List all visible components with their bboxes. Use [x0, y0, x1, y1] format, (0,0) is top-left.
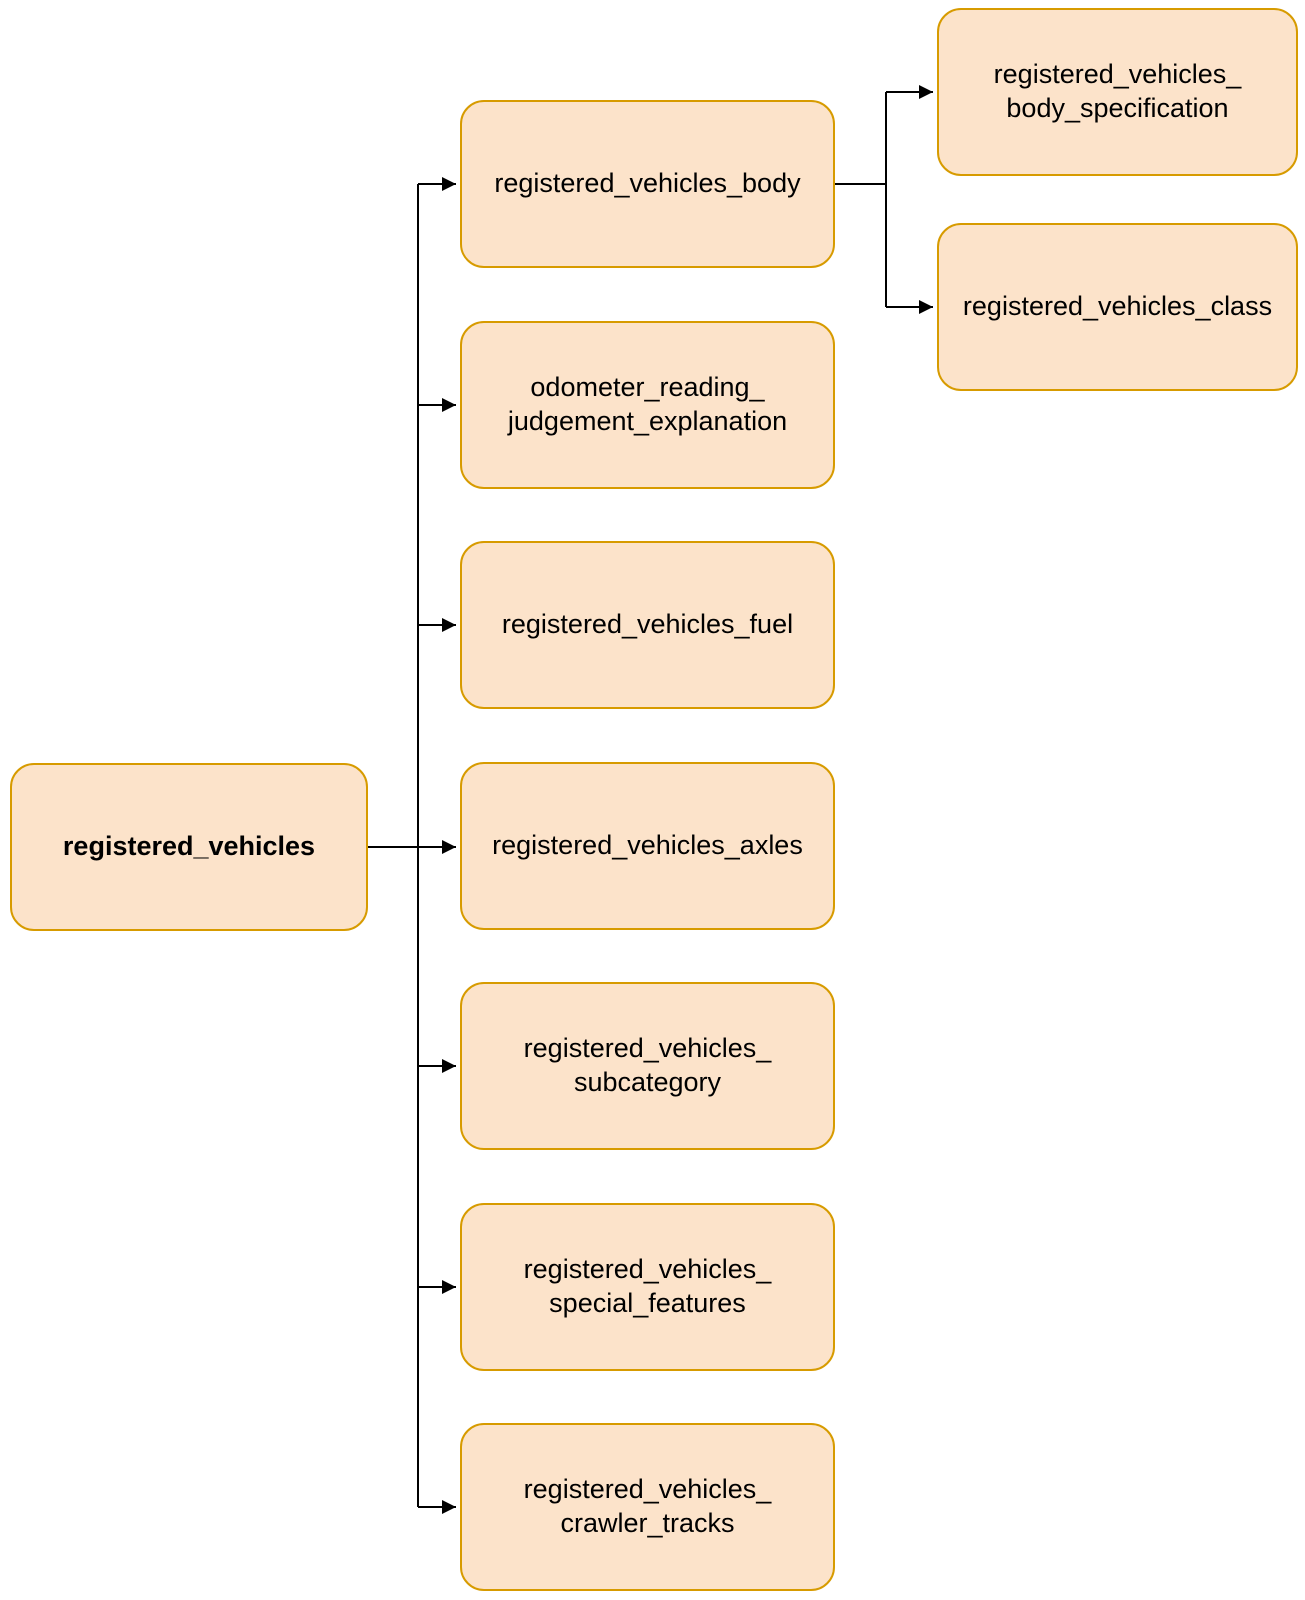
node-registered-vehicles-subcategory: registered_vehicles_ subcategory — [460, 982, 835, 1150]
node-registered-vehicles-fuel: registered_vehicles_fuel — [460, 541, 835, 709]
node-odometer-reading-judgement-explanation: odometer_reading_ judgement_explanation — [460, 321, 835, 489]
node-registered-vehicles-body: registered_vehicles_body — [460, 100, 835, 268]
node-registered-vehicles-axles: registered_vehicles_axles — [460, 762, 835, 930]
node-registered-vehicles-class: registered_vehicles_class — [937, 223, 1298, 391]
node-registered-vehicles-crawler-tracks: registered_vehicles_ crawler_tracks — [460, 1423, 835, 1591]
node-registered-vehicles-body-specification: registered_vehicles_ body_specification — [937, 8, 1298, 176]
node-registered-vehicles: registered_vehicles — [10, 763, 368, 931]
node-registered-vehicles-special-features: registered_vehicles_ special_features — [460, 1203, 835, 1371]
